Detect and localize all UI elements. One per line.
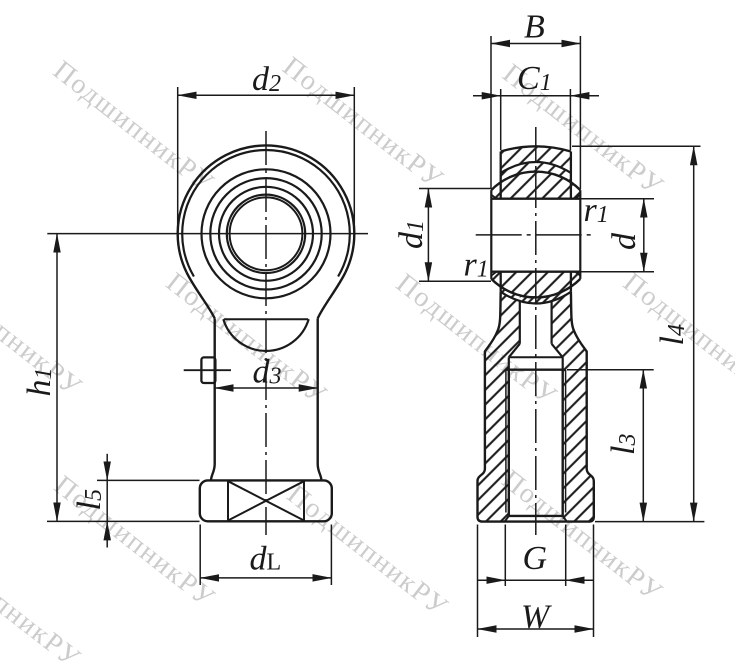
svg-text:ПодшипникРУ: ПодшипникРУ — [48, 470, 221, 615]
svg-text:r1: r1 — [584, 192, 609, 229]
svg-text:l5: l5 — [71, 489, 108, 510]
svg-text:C1: C1 — [517, 60, 552, 97]
svg-text:W: W — [521, 599, 552, 636]
svg-text:h1: h1 — [21, 368, 58, 397]
svg-text:r1: r1 — [464, 247, 489, 284]
svg-text:d: d — [606, 232, 643, 250]
svg-text:ПодшипникРУ: ПодшипникРУ — [281, 479, 454, 624]
svg-text:l3: l3 — [605, 434, 642, 455]
svg-text:d2: d2 — [252, 61, 281, 98]
svg-text:ПодшипникРУ: ПодшипникРУ — [0, 530, 86, 666]
svg-text:ПодшипникРУ: ПодшипникРУ — [277, 51, 450, 196]
svg-text:d1: d1 — [393, 220, 430, 249]
svg-text:ПодшипникРУ: ПодшипникРУ — [47, 55, 220, 200]
svg-text:l4: l4 — [654, 324, 691, 345]
svg-text:ПодшипникРУ: ПодшипникРУ — [160, 267, 333, 412]
svg-text:B: B — [524, 9, 545, 46]
svg-text:dL: dL — [250, 541, 282, 578]
svg-text:G: G — [523, 540, 548, 577]
